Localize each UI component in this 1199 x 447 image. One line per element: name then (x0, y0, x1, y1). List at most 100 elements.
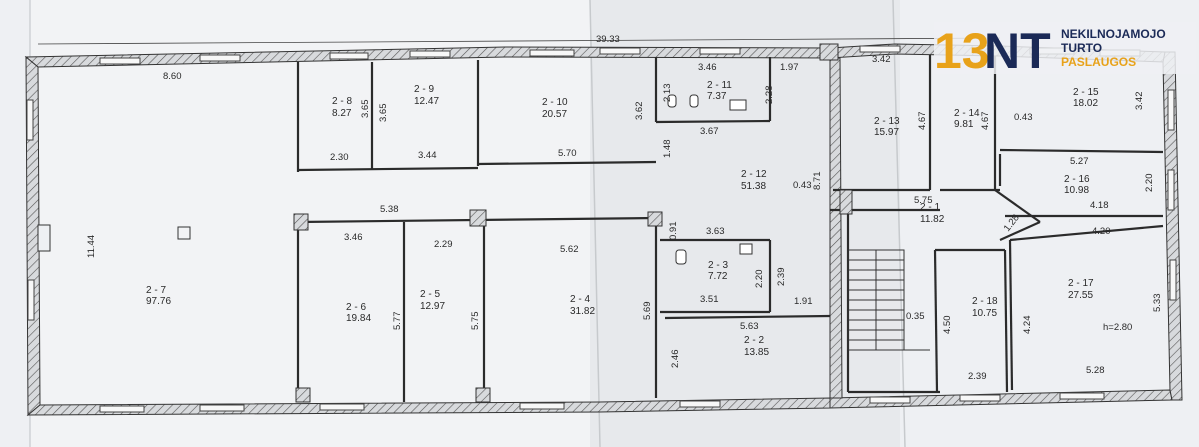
dimension: 4.67 (917, 112, 928, 131)
room-id: 2 - 12 (741, 169, 767, 180)
room-area: 8.27 (332, 108, 352, 119)
room-id: 2 - 1 (920, 202, 940, 213)
room-id: 2 - 13 (874, 116, 900, 127)
dimension: 4.18 (1090, 200, 1109, 211)
paper-fold (892, 0, 906, 447)
room-area: 7.72 (708, 271, 728, 282)
overall-dimension: 39.33 (596, 34, 620, 45)
room-area: 20.57 (542, 109, 567, 120)
room-area: 11.82 (920, 214, 945, 225)
dimension: 3.46 (344, 232, 363, 243)
room-area: 12.97 (420, 301, 445, 312)
dimension: 5.33 (1152, 294, 1163, 313)
dimension: 3.46 (698, 62, 717, 73)
dimension: 1.48 (662, 140, 673, 159)
dimension: 5.75 (914, 195, 933, 206)
staircase (847, 249, 930, 351)
dimension: 2.39 (776, 268, 787, 287)
dimension: 3.42 (872, 54, 891, 65)
dimension: 0.91 (668, 222, 679, 241)
room-area: 18.02 (1073, 98, 1098, 109)
dimension: 3.51 (700, 294, 719, 305)
room-id: 2 - 15 (1073, 87, 1099, 98)
dimension: 4.20 (1092, 226, 1111, 237)
dimension: 5.75 (470, 312, 481, 331)
room-area: 9.81 (954, 119, 974, 130)
dimension-labels: 8.60 2.30 3.44 5.70 3.46 3.67 1.97 0.43 … (163, 54, 1111, 382)
dimension: 5.28 (1086, 365, 1105, 376)
vertical-dimension-labels: 11.44 3.65 3.65 3.62 2.13 2.28 1.48 8.71… (86, 84, 1163, 369)
dimension: 8.71 (812, 172, 823, 191)
room-area: 7.37 (707, 91, 727, 102)
sanitary-fixtures (177, 94, 753, 265)
logo-numeral: 13 (934, 23, 990, 79)
room-area: 27.55 (1068, 290, 1093, 301)
dimension: 5.77 (392, 312, 403, 331)
logo-line-3: PASLAUGOS (1061, 55, 1136, 69)
room-area: 13.85 (744, 347, 769, 358)
room-id: 2 - 2 (744, 335, 764, 346)
dimension: 11.44 (86, 235, 97, 258)
room-labels: 2 - 7 97.76 2 - 8 8.27 2 - 9 12.47 2 - 1… (146, 80, 1132, 358)
dimension: 3.67 (700, 126, 719, 137)
dimension: 3.63 (706, 226, 725, 237)
room-id: 2 - 18 (972, 296, 998, 307)
dimension: 4.67 (980, 112, 991, 131)
room-id: 2 - 6 (346, 302, 366, 313)
dimension: 0.43 (1014, 112, 1033, 123)
room-area: 51.38 (741, 181, 766, 192)
room-id: 2 - 3 (708, 260, 728, 271)
dimension: 4.50 (942, 316, 953, 335)
room-id: 2 - 14 (954, 108, 980, 119)
room-id: 2 - 4 (570, 294, 590, 305)
room-id: 2 - 8 (332, 96, 352, 107)
logo-backdrop (934, 22, 1196, 74)
room-id: 2 - 5 (420, 289, 440, 300)
dimension: 2.28 (764, 86, 775, 105)
dimension: 2.39 (968, 371, 987, 382)
overall-dimension-line (37, 37, 1001, 45)
dimension: 5.63 (740, 321, 759, 332)
room-area: 12.47 (414, 96, 439, 107)
dimension: 0.35 (906, 311, 925, 322)
room-area: 10.98 (1064, 185, 1089, 196)
dimension: 3.42 (1134, 92, 1145, 111)
room-area: 15.97 (874, 127, 899, 138)
dimension: 3.65 (378, 104, 389, 123)
paper-sheet-middle (590, 0, 900, 447)
dimension: 1.97 (780, 62, 799, 73)
room-id: 2 - 17 (1068, 278, 1094, 289)
room-id: 2 - 9 (414, 84, 434, 95)
room-area: 19.84 (346, 313, 371, 324)
dimension: 3.44 (418, 150, 437, 161)
dimension: 2.13 (662, 84, 673, 103)
room-area: 97.76 (146, 296, 171, 307)
dimension: 3.65 (360, 100, 371, 119)
room-id: 2 - 7 (146, 285, 166, 296)
room-id: 2 - 11 (707, 80, 732, 91)
dimension: 2.46 (670, 350, 681, 369)
dimension: 5.70 (558, 148, 577, 159)
dimension: 5.69 (642, 302, 653, 321)
dimension: 1.91 (794, 296, 813, 307)
dimension: 5.62 (560, 244, 579, 255)
room-id: 2 - 16 (1064, 174, 1090, 185)
company-logo: 13 NT NEKILNOJAMOJO TURTO PASLAUGOS (934, 22, 1196, 79)
dimension: 5.27 (1070, 156, 1089, 167)
dimension: 2.20 (1144, 174, 1155, 193)
logo-letters: NT (984, 23, 1051, 79)
dimension: 2.30 (330, 152, 349, 163)
wall-blocks (293, 43, 853, 403)
room-area: 31.82 (570, 306, 595, 317)
paper-fold (589, 0, 601, 447)
dimension: 5.38 (380, 204, 399, 215)
room-id: 2 - 10 (542, 97, 568, 108)
logo-line-2: TURTO (1061, 41, 1102, 55)
dimension: 3.62 (634, 102, 645, 121)
dimension: 2.29 (434, 239, 453, 250)
dimension: 2.20 (754, 270, 765, 289)
dimension: 0.43 (793, 180, 812, 191)
logo-line-1: NEKILNOJAMOJO (1061, 27, 1166, 41)
